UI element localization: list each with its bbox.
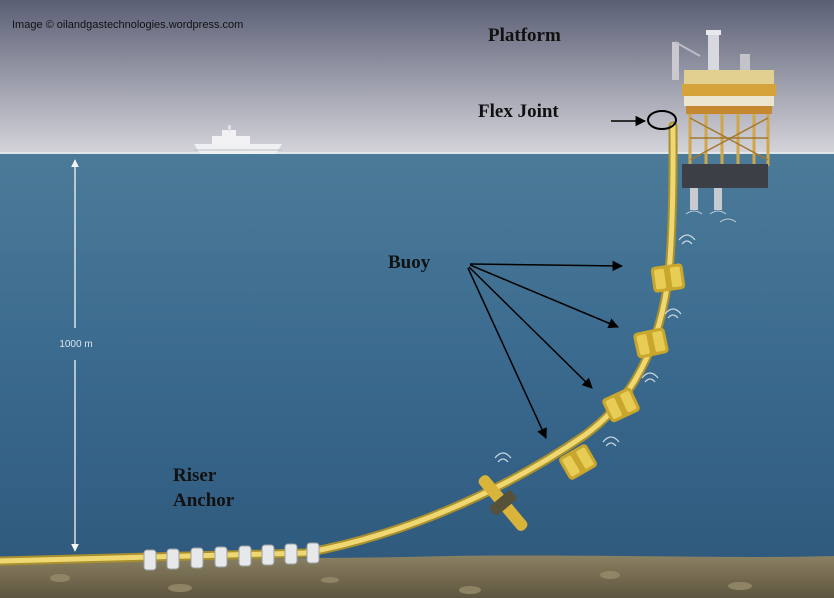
buoy-3: [602, 387, 640, 423]
ship: [194, 125, 282, 154]
buoy-arrow-3: [468, 266, 593, 389]
buoy-1: [650, 263, 686, 293]
buoy-4: [559, 444, 597, 480]
buoy-arrow-4: [467, 267, 547, 439]
buoy-2: [633, 327, 669, 359]
riser-tether: [478, 475, 528, 531]
callout-arrows: [467, 115, 647, 439]
seabed-rocks: [50, 571, 752, 594]
flex-joint-label: Flex Joint: [478, 101, 559, 122]
riser-label: Riser: [173, 465, 217, 486]
buoy-arrow-2: [469, 264, 619, 329]
buoy-arrow-1: [469, 260, 624, 272]
signal-icons: [494, 234, 696, 463]
image-credit: Image © oilandgastechnologies.wordpress.…: [12, 19, 244, 31]
sea: [0, 153, 834, 563]
depth-label: 1000 m: [59, 339, 93, 350]
flex-joint-ring: [647, 110, 677, 130]
riser-anchor-clamps: [143, 542, 320, 571]
platform: [672, 30, 776, 223]
seabed: [0, 555, 834, 598]
platform-label: Platform: [488, 25, 561, 46]
buoy-label: Buoy: [388, 252, 431, 273]
anchor-label: Anchor: [173, 490, 235, 511]
